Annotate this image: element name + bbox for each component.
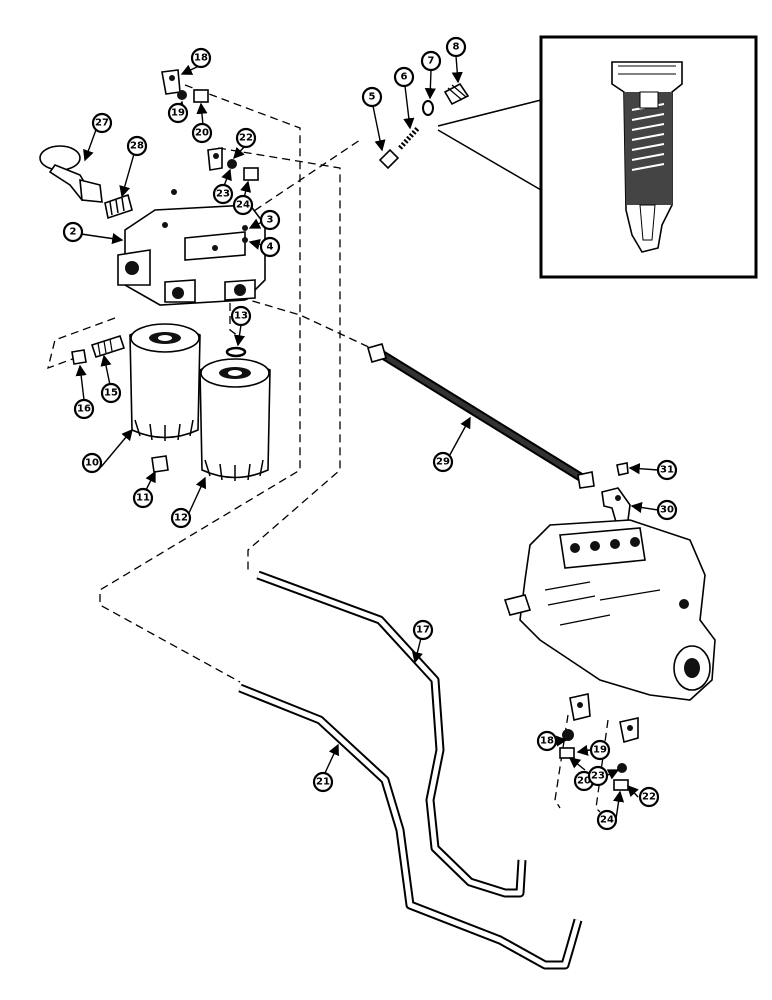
callout-11: 11 — [132, 487, 154, 509]
small-hardware — [71, 334, 247, 473]
callout-31: 31 — [656, 459, 678, 481]
callout-23-bottom: 23 — [587, 765, 609, 787]
dashed-routing-lines — [47, 84, 609, 813]
callout-12: 12 — [170, 507, 192, 529]
callout-15: 15 — [100, 382, 122, 404]
svg-text:20: 20 — [577, 776, 591, 787]
callout-10: 10 — [81, 452, 103, 474]
svg-text:12: 12 — [174, 513, 188, 524]
fuel-line-21 — [238, 683, 583, 970]
callout-6: 6 — [393, 66, 415, 88]
callout-8: 8 — [445, 36, 467, 58]
fuel-line-17 — [256, 570, 527, 898]
svg-text:6: 6 — [401, 72, 408, 83]
callout-22-bottom: 22 — [638, 786, 660, 808]
callout-29: 29 — [432, 451, 454, 473]
svg-text:21: 21 — [316, 777, 330, 788]
svg-text:15: 15 — [104, 388, 118, 399]
svg-text:18: 18 — [540, 736, 554, 747]
svg-text:28: 28 — [130, 141, 144, 152]
svg-text:10: 10 — [85, 458, 99, 469]
callout-24-bottom: 24 — [596, 809, 618, 831]
callout-27: 27 — [91, 112, 113, 134]
callout-5: 5 — [361, 86, 383, 108]
svg-text:18: 18 — [194, 53, 208, 64]
svg-text:2: 2 — [70, 227, 77, 238]
callout-18-top: 18 — [190, 47, 212, 69]
svg-text:24: 24 — [600, 815, 614, 826]
fuel-line-29 — [367, 343, 595, 489]
fuel-filter-12 — [199, 358, 271, 481]
callout-3: 3 — [259, 209, 281, 231]
callout-2: 2 — [62, 221, 84, 243]
svg-text:7: 7 — [428, 56, 435, 67]
svg-text:11: 11 — [136, 493, 150, 504]
callout-7: 7 — [420, 50, 442, 72]
callout-bubbles: 2 3 4 5 6 7 8 10 11 12 13 15 16 17 18 19… — [62, 36, 678, 831]
svg-text:8: 8 — [453, 42, 460, 53]
filter-head — [117, 204, 266, 306]
svg-text:19: 19 — [171, 108, 185, 119]
svg-text:16: 16 — [77, 404, 91, 415]
svg-text:29: 29 — [436, 457, 450, 468]
check-valve-parts — [378, 82, 470, 170]
callout-24-top: 24 — [232, 194, 254, 216]
callout-4: 4 — [259, 236, 281, 258]
callout-16: 16 — [73, 398, 95, 420]
svg-text:3: 3 — [267, 215, 274, 226]
callout-18-bottom: 18 — [536, 730, 558, 752]
callout-17: 17 — [412, 619, 434, 641]
fuel-filter-10 — [129, 323, 201, 441]
callout-21: 21 — [312, 771, 334, 793]
svg-text:4: 4 — [267, 242, 274, 253]
top-fittings — [161, 69, 259, 243]
callout-30: 30 — [656, 499, 678, 521]
svg-text:31: 31 — [660, 465, 674, 476]
svg-text:24: 24 — [236, 200, 250, 211]
callout-28: 28 — [126, 135, 148, 157]
injection-pump — [503, 519, 716, 701]
svg-text:22: 22 — [642, 792, 656, 803]
svg-text:23: 23 — [216, 189, 230, 200]
pipe-nipple — [104, 193, 133, 220]
inset-detail-box — [437, 35, 758, 279]
svg-text:23: 23 — [591, 771, 605, 782]
svg-text:27: 27 — [95, 118, 109, 129]
elbow-fitting — [39, 145, 103, 203]
svg-text:5: 5 — [369, 92, 376, 103]
svg-text:19: 19 — [593, 745, 607, 756]
callout-19-top: 19 — [167, 102, 189, 124]
svg-text:17: 17 — [416, 625, 430, 636]
callout-23-top: 23 — [212, 183, 234, 205]
svg-text:13: 13 — [234, 311, 248, 322]
callout-13: 13 — [230, 305, 252, 327]
callout-19-bottom: 19 — [589, 739, 611, 761]
callout-22-top: 22 — [235, 127, 257, 149]
svg-text:30: 30 — [660, 505, 674, 516]
svg-text:20: 20 — [195, 128, 209, 139]
check-valve-cutaway — [611, 61, 683, 253]
pump-fittings — [601, 462, 631, 523]
svg-text:22: 22 — [239, 133, 253, 144]
callout-20-top: 20 — [191, 122, 213, 144]
